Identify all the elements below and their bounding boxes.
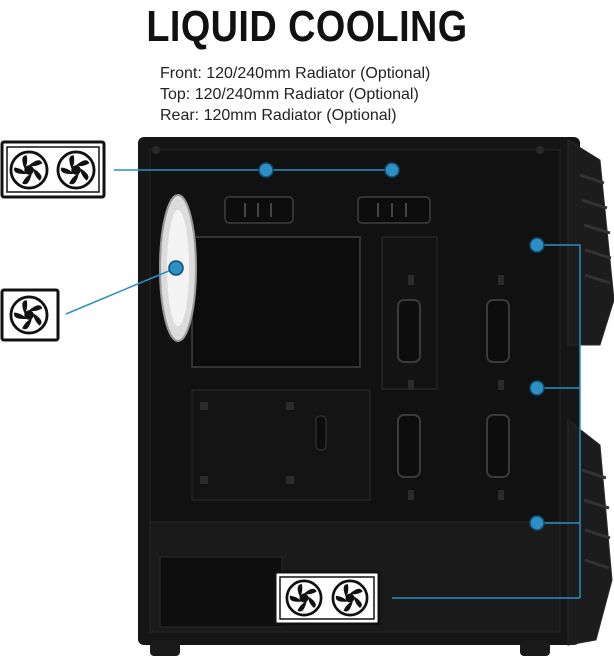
front-radiator-240-icon [273, 570, 381, 626]
radiator-spec-list: Front: 120/240mm Radiator (Optional) Top… [160, 63, 430, 126]
marker-front-2 [529, 380, 545, 396]
spec-top: Top: 120/240mm Radiator (Optional) [160, 86, 419, 103]
marker-front-3 [529, 515, 545, 531]
spec-front: Front: 120/240mm Radiator (Optional) [160, 65, 431, 82]
marker-top-1 [258, 162, 274, 178]
marker-front-1 [529, 237, 545, 253]
page-title: LIQUID COOLING [146, 2, 468, 51]
top-radiator-240-icon [0, 140, 106, 199]
rear-radiator-120-icon [0, 288, 60, 342]
marker-top-2 [384, 162, 400, 178]
marker-rear [168, 260, 184, 276]
pc-case [138, 137, 614, 656]
spec-rear: Rear: 120mm Radiator (Optional) [160, 107, 397, 124]
